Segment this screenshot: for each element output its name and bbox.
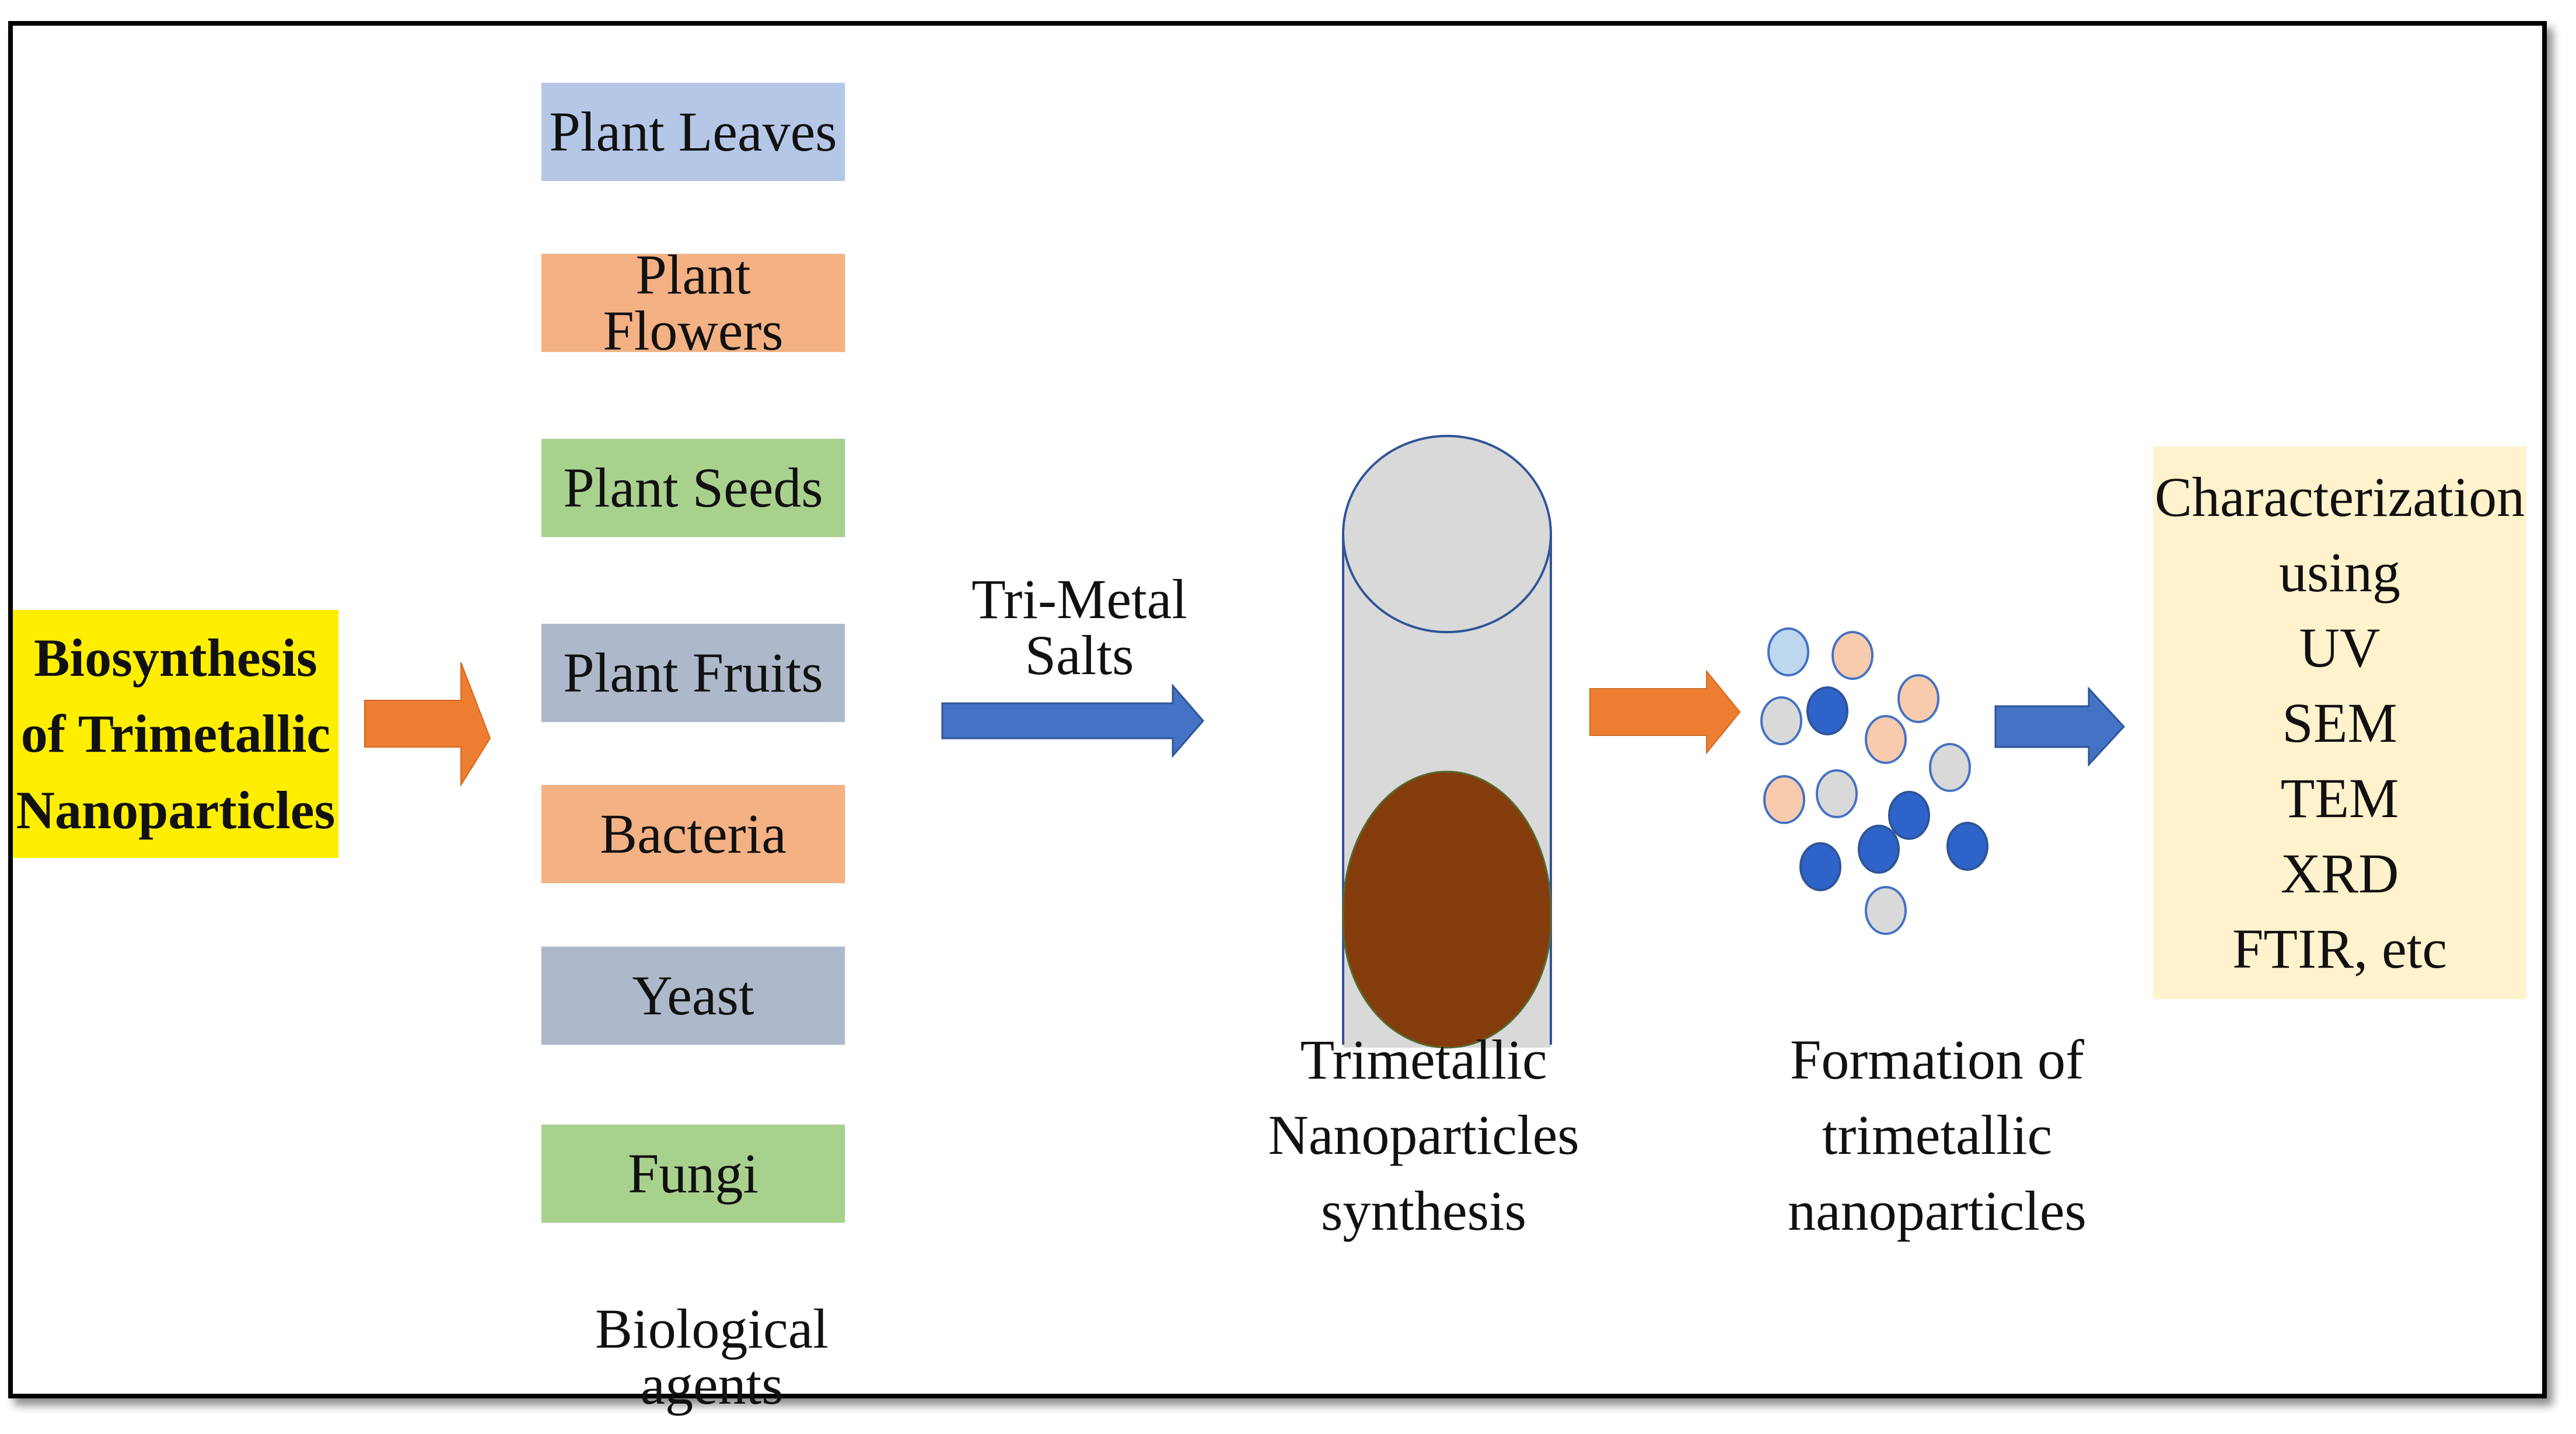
agent-bacteria: Bacteria (541, 785, 845, 883)
particle (1865, 886, 1907, 935)
char-line-characterization: Characterization (2154, 466, 2525, 528)
title-text: Biosynthesis of Trimetallic Nanoparticle… (16, 627, 335, 840)
orange-arrow-1 (364, 662, 491, 787)
particle (1763, 775, 1805, 824)
particle (1767, 627, 1809, 676)
blue-arrow-salts (941, 683, 1204, 759)
agent-plant-seeds: Plant Seeds (541, 439, 845, 537)
char-line-using: using (2278, 541, 2401, 603)
agent-plant-fruits: Plant Fruits (541, 624, 845, 722)
char-line-tem: TEM (2280, 767, 2399, 829)
blue-arrow-characterization (1994, 686, 2126, 767)
particle (1858, 825, 1900, 874)
formation-label: Formation of trimetallic nanoparticles (1788, 1028, 2086, 1242)
particle (1897, 674, 1939, 723)
char-line-sem: SEM (2282, 692, 2397, 754)
orange-arrow-2 (1589, 669, 1741, 755)
particle (1806, 686, 1848, 735)
agent-yeast: Yeast (541, 947, 845, 1045)
particle (1799, 842, 1841, 891)
particle (1831, 631, 1874, 680)
nanoparticle-cluster (1760, 627, 1988, 935)
sediment (1342, 770, 1552, 1049)
agent-plant-leaves: Plant Leaves (541, 83, 845, 181)
particle (1760, 696, 1802, 745)
agent-plant-flowers: Plant Flowers (541, 247, 845, 359)
particle (1888, 791, 1930, 840)
particle (1929, 743, 1971, 792)
characterization-box: Characterization using UV SEM TEM XRD FT… (2153, 446, 2526, 999)
char-line-uv: UV (2299, 616, 2381, 679)
char-line-ftir: FTIR, etc (2232, 917, 2447, 980)
particle (1946, 822, 1988, 871)
particle (1816, 769, 1858, 818)
synthesis-label: Trimetallic Nanoparticles synthesis (1268, 1028, 1579, 1242)
char-line-xrd: XRD (2280, 842, 2399, 905)
agent-fungi: Fungi (541, 1125, 845, 1223)
title-box: Biosynthesis of Trimetallic Nanoparticle… (13, 610, 338, 858)
particle (1865, 715, 1907, 764)
